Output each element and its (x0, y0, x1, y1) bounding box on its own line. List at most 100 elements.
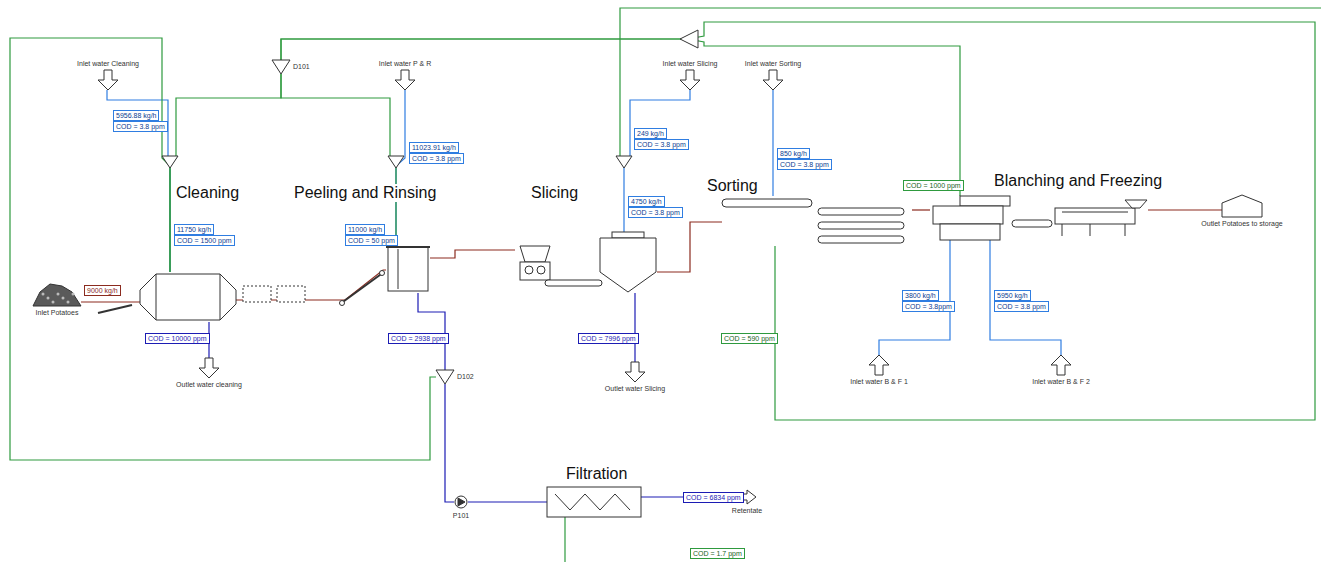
blancher-base (940, 224, 1000, 240)
unit-title: Blanching and Freezing (993, 172, 1163, 190)
tank-rim (386, 246, 430, 248)
stream-value-box: 9000 kg/h (84, 285, 121, 296)
stream-terminal: Inlet water Cleaning (98, 70, 118, 90)
stream-terminal-icon (680, 70, 700, 90)
wash-hopper (612, 232, 644, 238)
pipe-line (468, 501, 547, 502)
stream-value: 4750 kg/h (631, 197, 662, 206)
pipe-line (1148, 209, 1222, 210)
process-unit: Slicing (515, 235, 657, 293)
transfer-belt (1012, 220, 1052, 227)
unit-title: Peeling and Rinsing (293, 184, 437, 202)
stream-terminal-icon (98, 70, 118, 90)
pipe-line (912, 209, 930, 210)
pipe-line (396, 90, 405, 245)
stream-value-box: 3800 kg/h (902, 290, 939, 301)
stream-terminal-icon (869, 355, 889, 375)
terminal-label: Inlet water Cleaning (77, 59, 139, 68)
stream-value-box: 4750 kg/h (628, 196, 665, 207)
stream-terminal-icon (625, 362, 645, 382)
pipe-line (107, 90, 170, 272)
stream-value-box: COD = 50 ppm (345, 235, 398, 246)
stream-terminal: Inlet water Sorting (763, 70, 783, 90)
unit-title: Cleaning (175, 184, 240, 202)
drum-ring (156, 274, 157, 320)
conveyor-roller (340, 301, 345, 306)
stream-terminal-icon (763, 70, 783, 90)
sorting-belt (722, 199, 812, 207)
terminal-label: Inlet water Slicing (663, 59, 718, 68)
pipe-line (430, 250, 515, 258)
pipe-line (772, 90, 773, 196)
feed-conveyor (98, 305, 132, 313)
peeler-tank (388, 247, 428, 291)
stream-value-box: COD = 3.8 ppm (994, 301, 1049, 312)
stream-value: 249 kg/h (637, 129, 664, 138)
potato-dot (42, 293, 45, 296)
stream-value-box: COD = 590 ppm (721, 333, 778, 344)
pipe-line (657, 222, 722, 272)
splitter-symbol (436, 370, 454, 384)
stream-value: COD = 3.8 ppm (412, 154, 461, 163)
terminal-label: D101 (293, 62, 310, 71)
stream-value: 11023.91 kg/h (412, 143, 456, 152)
potato-dot (72, 293, 75, 296)
potato-pile (33, 284, 81, 306)
potato-dot (62, 297, 65, 300)
filter-unit (547, 487, 641, 517)
stream-value-box: COD = 3.8 ppm (113, 121, 168, 132)
stream-value: COD = 3.8 ppm (116, 122, 165, 131)
stream-value: 11750 kg/h (177, 225, 211, 234)
stream-value-box: COD = 3.8 ppm (634, 139, 689, 150)
stream-value-box: COD = 7996 ppm (578, 333, 639, 344)
filter-element (555, 494, 630, 510)
pump-symbol (458, 498, 465, 506)
stream-terminal-icon (395, 70, 415, 90)
pipe-line (634, 293, 635, 362)
slicer-body (520, 262, 550, 280)
stream-value: COD = 3.8 ppm (997, 302, 1046, 311)
terminal-label: Retentate (732, 506, 762, 515)
freezer-hopper (1125, 200, 1147, 208)
sorting-belt (818, 222, 904, 229)
potato-dot (52, 301, 55, 304)
splitter-symbol (272, 60, 290, 74)
screen (243, 286, 271, 302)
mixer (162, 156, 178, 168)
terminal-label: Inlet water B & F 2 (1032, 377, 1090, 386)
stream-terminal: Outlet water Slicing (625, 362, 645, 382)
stream-value: 3800 kg/h (905, 291, 936, 300)
permeate-pipe (564, 517, 565, 562)
stream-value: COD = 3.8 ppm (780, 160, 829, 169)
blancher (933, 206, 1003, 224)
stream-value-box: 5956.88 kg/h (113, 110, 159, 121)
freezer-legs (1062, 212, 1128, 236)
stream-value: COD = 3.8 ppm (631, 208, 680, 217)
process-unit: Peeling and Rinsing (386, 245, 430, 293)
stream-value-box: COD = 3.8 ppm (777, 159, 832, 170)
stream-value: COD = 2938 ppm (391, 334, 446, 343)
terminal-label: Inlet water Sorting (745, 59, 801, 68)
unit-title: Slicing (530, 184, 579, 202)
stream-terminal: Outlet Potatoes to storage (1222, 195, 1262, 217)
stream-value-box: COD = 6834 ppm (683, 492, 744, 503)
mixer (388, 156, 404, 168)
stream-value-box: COD = 3.8 ppm (409, 153, 464, 164)
terminal-icons (33, 60, 1262, 508)
stream-terminal: Inlet water B & F 2 (1051, 355, 1071, 375)
incline-conveyor (340, 272, 384, 304)
pipe-line (81, 301, 140, 302)
stream-value: COD = 7996 ppm (581, 334, 636, 343)
stream-value: COD = 6834 ppm (686, 493, 741, 502)
terminal-label: P101 (453, 511, 469, 520)
recycle-pipe (620, 8, 1321, 158)
terminal-label: Outlet water Slicing (605, 384, 665, 393)
stream-value-box: 11000 kg/h (345, 224, 385, 235)
stream-terminal: Inlet water B & F 1 (869, 355, 889, 375)
stream-value-box: COD = 1500 ppm (174, 235, 235, 246)
stream-value: COD = 3.8 ppm (637, 140, 686, 149)
stream-value: COD = 10000 ppm (148, 334, 207, 343)
freezer (1055, 208, 1135, 224)
stream-value-box: 11023.91 kg/h (409, 142, 459, 153)
storage-symbol (1222, 195, 1262, 217)
